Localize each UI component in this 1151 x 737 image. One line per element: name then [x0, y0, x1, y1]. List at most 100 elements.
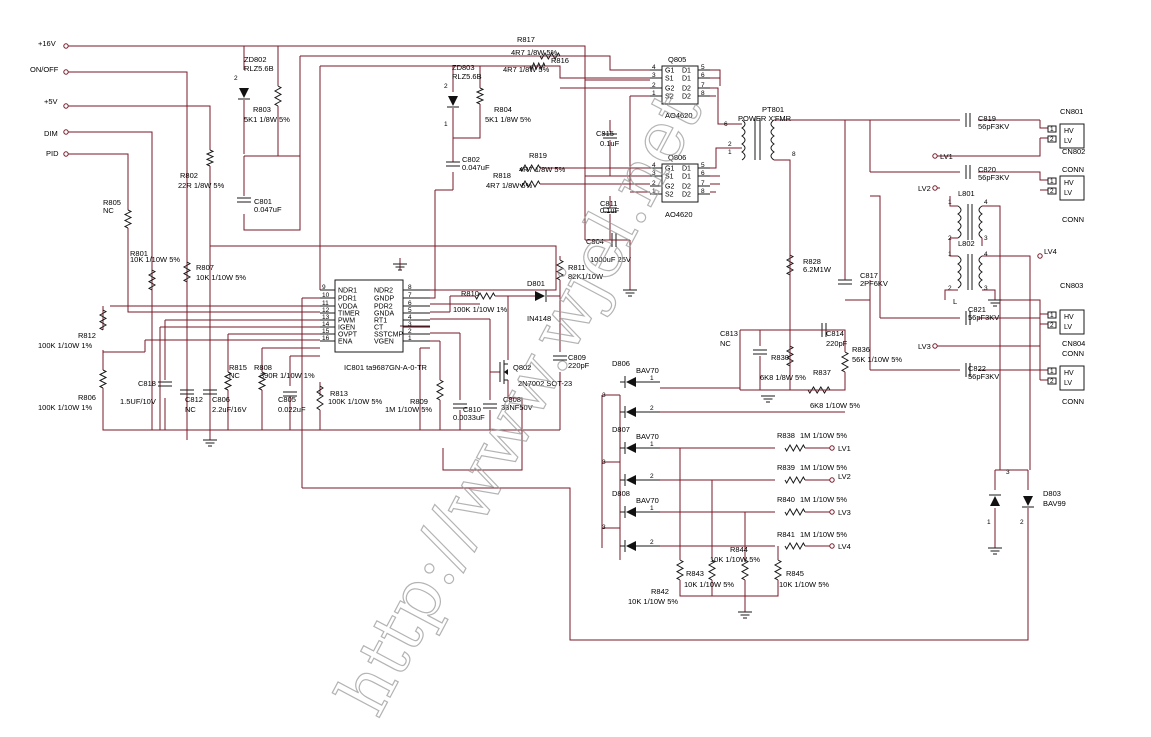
cn802-conn: CONN [1062, 215, 1084, 224]
label-c817: C817 [860, 271, 878, 280]
q806-pin-num: 8 [701, 188, 705, 195]
svg-text:L801: L801 [958, 189, 975, 198]
d807-part: BAV70 [636, 432, 659, 441]
label-c817v: 2PF6KV [860, 279, 888, 288]
label-r84xv: 10K 1/10W 5% [628, 597, 678, 606]
label-c809v: 220pF [568, 361, 590, 370]
r802-resistor [205, 149, 215, 167]
label-c802v: 0.047uF [462, 163, 490, 172]
svg-text:1: 1 [948, 199, 952, 206]
label-r84xv: 10K 1/10W 5% [779, 580, 829, 589]
r813-resistor [316, 385, 324, 411]
q805-pin-label: G2 [665, 86, 674, 93]
svg-text:Q802: Q802 [513, 363, 531, 372]
label-c822v: 56pF3KV [968, 372, 999, 381]
label-r808: R808 [254, 363, 272, 372]
cn801 [1059, 123, 1085, 149]
label-r806v: 100K 1/10W 1% [38, 403, 93, 412]
r806-resistor [98, 369, 108, 389]
svg-text:POWER X'FMR: POWER X'FMR [738, 114, 792, 123]
lv-nodes: LV1 LV2 LV4 LV3 LV1 LV2 LV3 LV4 [829, 152, 1057, 551]
label-r84xv: 10K 1/10W 5% [710, 555, 760, 564]
label-r804v: 5K1 1/8W 5% [485, 115, 531, 124]
l801: L801 1 4 2 3 [948, 189, 988, 242]
svg-text:AO4620: AO4620 [665, 111, 693, 120]
label-r837: R837 [813, 368, 831, 377]
label-c808v: 33NF50V [501, 403, 533, 412]
q805-pin-label: D1 [682, 76, 691, 83]
d806-diode [626, 377, 636, 387]
label-c820v: 56pF3KV [978, 173, 1009, 182]
label-r812: R812 [78, 331, 96, 340]
svg-text:3: 3 [602, 524, 606, 531]
label-c806v: 2.2uF/16V [212, 405, 247, 414]
capacitors [158, 113, 971, 409]
q802: Q802 2N7002 SOT-23 [499, 360, 572, 388]
ic801-pin-pdr2: PDR2 [374, 304, 393, 311]
svg-text:BAV99: BAV99 [1043, 499, 1066, 508]
ic801-pin-ena: ENA [338, 339, 353, 346]
r841-resistor [784, 541, 806, 551]
q806-pin-num: 4 [652, 162, 656, 169]
cn804-conn: CONN [1062, 397, 1084, 406]
ic801-pin-gndp: GNDP [374, 296, 395, 303]
q805-pin-num: 6 [701, 72, 705, 79]
q805-pin-num: 3 [652, 72, 656, 79]
label-r838: R838 [777, 431, 795, 440]
q806-pin-label: S1 [665, 174, 674, 181]
label-r83xv: 1M 1/10W 5% [800, 463, 847, 472]
r805-resistor [123, 209, 133, 229]
svg-text:2: 2 [444, 83, 448, 90]
svg-text:2: 2 [650, 473, 654, 480]
q805-pin-label: D1 [682, 68, 691, 75]
svg-text:3: 3 [602, 392, 606, 399]
label-r819v: 4R7 1/8W 5% [519, 165, 566, 174]
cn803-hv: HV [1064, 314, 1074, 321]
q805-pin-num: 7 [701, 82, 705, 89]
r842-resistor [675, 559, 685, 581]
label-c815v: 0.1uF [600, 139, 620, 148]
ic801-pinnum: 3 [408, 321, 412, 328]
ic801-ref: IC801 ta9687GN-A-0-TR [344, 363, 428, 372]
ic801-pin-sstcmp: SSTCMP [374, 332, 404, 339]
label-r83xv: 1M 1/10W 5% [800, 495, 847, 504]
q806-pin-label: D2 [682, 192, 691, 199]
label-c814: C814 [826, 329, 844, 338]
svg-text:2: 2 [948, 235, 952, 242]
d807-diode [626, 443, 636, 453]
label-r836v: 56K 1/10W 5% [852, 355, 902, 364]
svg-text:1: 1 [728, 149, 732, 156]
label-c819v: 56pF3KV [978, 122, 1009, 131]
label-c813v: NC [720, 339, 731, 348]
d806-ref: D806 [612, 359, 630, 368]
r807-resistor [182, 261, 192, 283]
q806-pin-num: 6 [701, 170, 705, 177]
label-r816v: 4R7 1/8W 5% [503, 65, 550, 74]
ic801-pin-ndr2: NDR2 [374, 288, 393, 295]
ic801-pinnum: 8 [408, 284, 412, 291]
q806-pin-num: 2 [652, 180, 656, 187]
svg-text:3: 3 [984, 285, 988, 292]
d807-ref: D807 [612, 425, 630, 434]
svg-text:LV2: LV2 [918, 184, 931, 193]
pt801: PT801 POWER X'FMR 6 2 1 8 [724, 105, 846, 346]
label-r818v: 4R7 1/8W 5% [486, 181, 533, 190]
ic801-pin-ct: CT [374, 325, 384, 332]
q805-pin-label: S2 [665, 94, 674, 101]
label-c819: C819 [978, 114, 996, 123]
q805-pin-num: 5 [701, 64, 705, 71]
r836-resistor [840, 351, 850, 373]
label-c822: C822 [968, 364, 986, 373]
ic801-pinnum: 4 [408, 314, 412, 321]
q805-pin-label: G1 [665, 68, 674, 75]
svg-text:L802: L802 [958, 239, 975, 248]
label-r817v: 4R7 1/8W 5% [511, 48, 558, 57]
label-c811: C811 [600, 199, 617, 208]
ic801-pinnum: 11 [322, 300, 329, 307]
cn802-hv: HV [1064, 180, 1074, 187]
label-c814v: 220pF [826, 339, 848, 348]
